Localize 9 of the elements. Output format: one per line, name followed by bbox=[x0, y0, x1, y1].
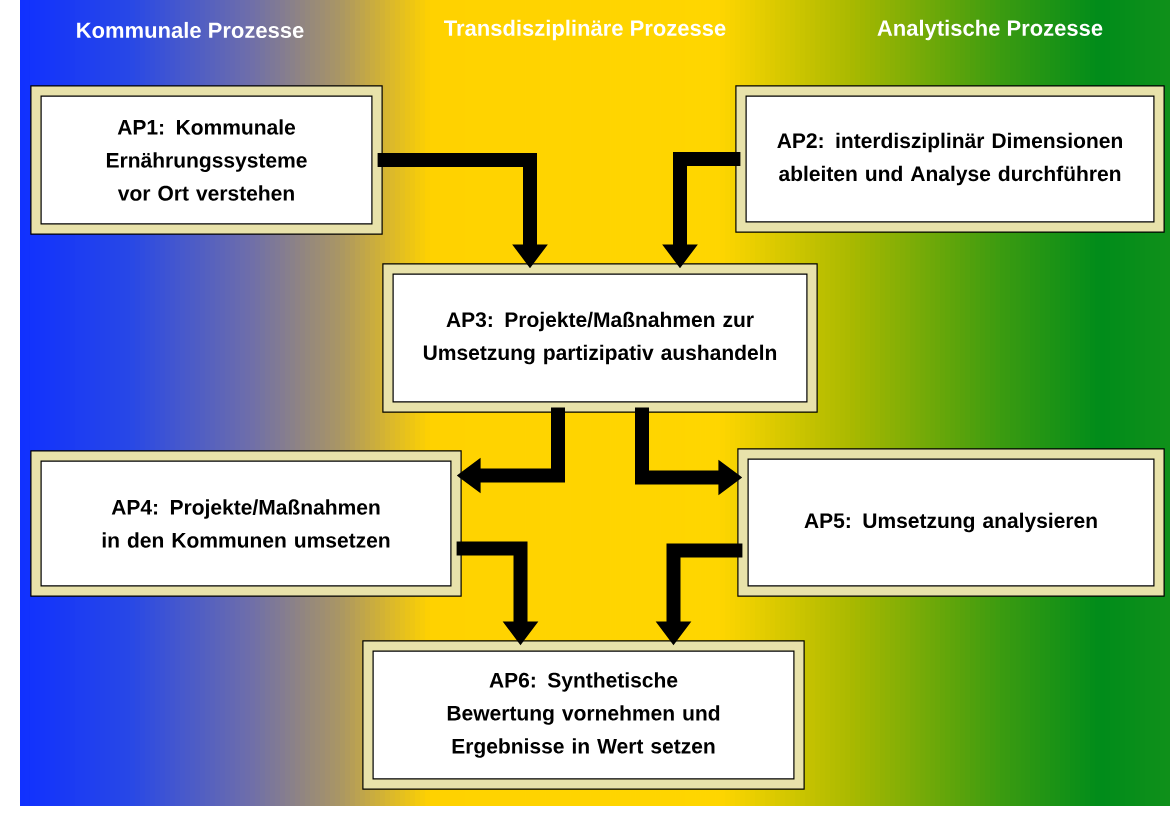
process-box: AP2: interdisziplinär Dimensionen ableiten und Analyse durchführen bbox=[735, 85, 1165, 233]
process-box: AP6: Synthetische Bewertung vornehmen und Ergebnisse in Wert setzen bbox=[362, 640, 805, 790]
process-box: AP1: Kommunale Ernährungssysteme vor Ort verstehen bbox=[30, 85, 383, 235]
process-box: AP3: Projekte/Maßnahmen zur Umsetzung partizipativ aushandeln bbox=[382, 263, 818, 413]
column-heading: Analytische Prozesse bbox=[877, 19, 1103, 41]
column-heading: Kommunale Prozesse bbox=[77, 21, 304, 39]
process-box: AP5: Umsetzung analysieren bbox=[737, 448, 1165, 597]
column-heading: Transdisziplinäre Prozesse bbox=[444, 19, 726, 41]
process-box: AP4: Projekte/Maßnahmen in den Kommunen umsetzen bbox=[30, 450, 462, 597]
